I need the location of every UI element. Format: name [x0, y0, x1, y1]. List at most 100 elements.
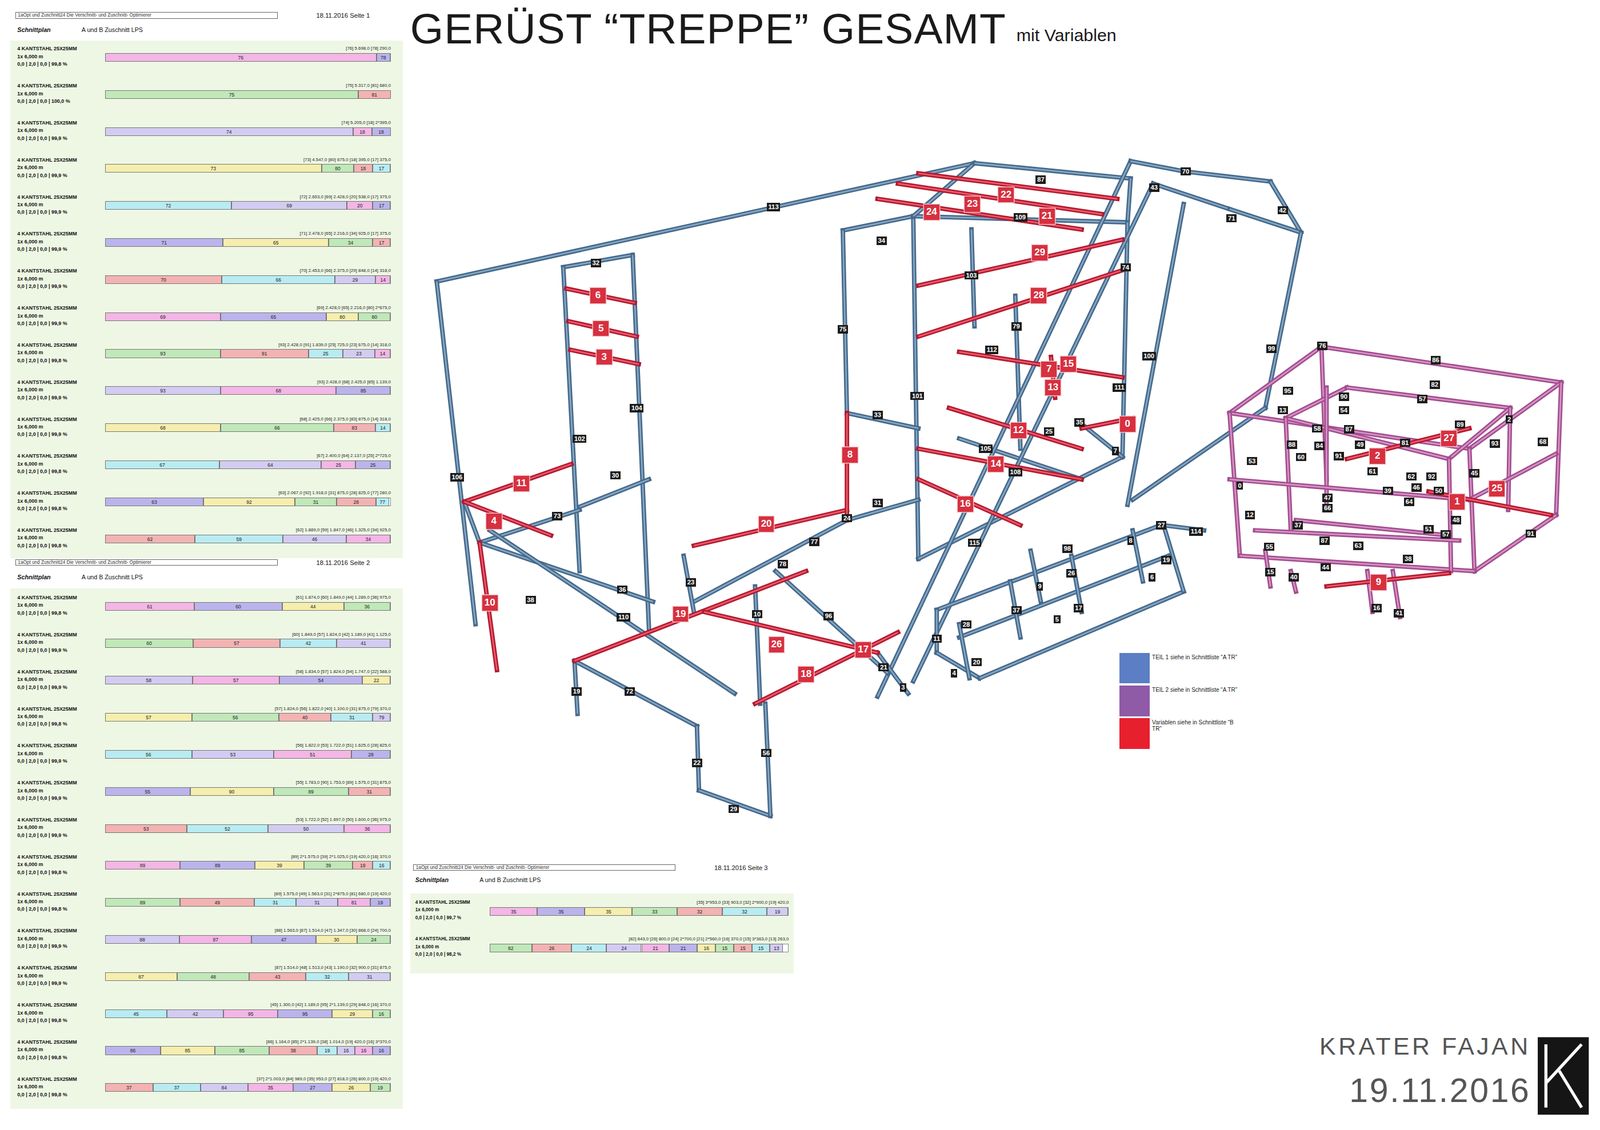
- callout-number: 19: [1161, 556, 1172, 565]
- cut-segment: 28: [336, 497, 376, 507]
- material: 4 KANTSTAHL 25X25MM: [17, 594, 77, 601]
- variable-number: 0: [1120, 416, 1136, 432]
- cut-segment: 18: [353, 164, 373, 173]
- cut-segment: 31: [348, 972, 391, 982]
- cut-summary: [53] 1.722,0 [52] 1.697,0 [50] 1.600,0 […: [296, 817, 391, 823]
- cut-segment: 54: [279, 676, 363, 685]
- steel-tube: [704, 612, 878, 653]
- cut-stats: 0,0 | 2,0 | 0,0 | 99,9 %: [17, 980, 67, 987]
- cut-segment: 63: [105, 497, 204, 507]
- variable-number: 13: [1045, 380, 1061, 396]
- steel-tube: [1127, 178, 1131, 223]
- cut-stats: 0,0 | 2,0 | 0,0 | 99,8 %: [17, 61, 67, 67]
- cut-segment: 21: [669, 944, 698, 953]
- bar-count: 1x 6,000 m: [17, 602, 43, 608]
- tube-highlight: [464, 501, 552, 536]
- cut-segment: 32: [305, 972, 349, 982]
- tube-highlight: [632, 254, 650, 630]
- cut-stats: 0,0 | 2,0 | 0,0 | 99,9 %: [17, 209, 67, 215]
- bar-count: 1x 6,000 m: [17, 639, 43, 646]
- cut-segment: 17: [372, 238, 391, 247]
- variable-number: 12: [1010, 422, 1027, 439]
- material: 4 KANTSTAHL 25X25MM: [17, 230, 77, 237]
- callout-number: 96: [823, 612, 834, 621]
- tube-highlight: [1183, 171, 1271, 182]
- cut-segment: 68: [105, 423, 221, 432]
- material: 4 KANTSTAHL 25X25MM: [17, 416, 77, 423]
- report-header: 1aOpt und Zuschnitt24 Die Verschnitt- un…: [15, 559, 278, 566]
- cut-stats: 0,0 | 2,0 | 0,0 | 99,8 %: [17, 610, 67, 616]
- tube-highlight: [974, 163, 1131, 179]
- cut-summary: [67] 2.400,0 [64] 2.137,0 [25] 2*725,0: [316, 453, 391, 459]
- variable-number: 28: [1030, 288, 1047, 304]
- cut-summary: [93] 2.428,0 [91] 1.839,0 [25] 725,0 [23…: [278, 342, 391, 348]
- callout-number: 17: [1073, 604, 1084, 613]
- cut-segment: 26: [532, 944, 572, 953]
- callout-number: 68: [1537, 437, 1548, 447]
- legend-text: Variablen siehe in Schnittliste “B TR”: [1152, 719, 1242, 733]
- callout-number: 75: [837, 325, 848, 334]
- callout-number: 29: [728, 805, 739, 814]
- callout-number: 103: [964, 271, 979, 280]
- tube-highlight: [1130, 161, 1184, 172]
- callout-number: 25: [1044, 427, 1055, 436]
- cut-segment: 66: [221, 275, 335, 284]
- callout-number: 22: [692, 758, 703, 768]
- cut-segment: 13: [769, 944, 783, 953]
- callout-number: 86: [1430, 356, 1442, 365]
- callout-number: 102: [572, 434, 587, 444]
- steel-tube: [877, 653, 909, 694]
- callout-number: 39: [1382, 486, 1394, 496]
- cut-stats: 0,0 | 2,0 | 0,0 | 99,8 %: [17, 869, 67, 876]
- callout-number: 10: [752, 610, 763, 619]
- callout-number: 87: [1035, 175, 1046, 184]
- callout-number: 30: [610, 471, 621, 480]
- tube-highlight: [563, 254, 633, 267]
- steel-tube: [842, 230, 847, 414]
- tube-highlight: [574, 571, 806, 662]
- cut-segment: 19: [317, 1046, 338, 1055]
- steel-tube: [1346, 387, 1511, 408]
- tube-highlight: [1285, 418, 1291, 531]
- bar-count: 1x 6,000 m: [17, 53, 43, 60]
- cut-segment: 39: [304, 861, 353, 870]
- tube-highlight: [959, 556, 1169, 638]
- steel-tube: [1183, 171, 1271, 182]
- tube-highlight: [936, 524, 1163, 611]
- cut-segment: 31: [330, 713, 373, 722]
- callout-number: 49: [1354, 440, 1366, 450]
- variable-number: 10: [482, 595, 498, 611]
- cut-segment: 29: [332, 1009, 373, 1019]
- callout-number: 64: [1404, 497, 1415, 507]
- variable-number: 7: [1041, 361, 1057, 378]
- page-date: 18.11.2016 Seite 3: [714, 864, 768, 872]
- bar-count: 1x 6,000 m: [17, 534, 43, 541]
- tube-highlight: [1346, 387, 1511, 408]
- bar-count: 2x 6,000 m: [17, 164, 43, 171]
- cut-segment: 42: [166, 1009, 224, 1019]
- steel-tube: [574, 661, 697, 727]
- plan-subtitle: A und B Zuschnitt LPS: [479, 876, 541, 884]
- callout-number: 6: [1148, 573, 1156, 582]
- callout-number: 8: [1127, 536, 1135, 546]
- tube-highlight: [1132, 408, 1266, 500]
- callout-number: 108: [1008, 468, 1023, 477]
- bar-count: 1x 6,000 m: [17, 1084, 43, 1090]
- cut-segment: 14: [375, 423, 391, 432]
- material: 4 KANTSTAHL 25X25MM: [17, 490, 77, 496]
- callout-number: 104: [629, 404, 644, 413]
- cut-segment: 36: [344, 602, 391, 611]
- tube-highlight: [1296, 520, 1450, 536]
- material: 4 KANTSTAHL 25X25MM: [17, 453, 77, 459]
- tube-highlight: [1285, 387, 1347, 419]
- tube-highlight: [842, 216, 914, 231]
- steel-tube: [464, 501, 552, 536]
- material: 4 KANTSTAHL 25X25MM: [17, 1039, 77, 1046]
- cut-summary: [82] 843,0 [26] 800,0 [24] 2*700,0 [21] …: [628, 936, 789, 942]
- tube-highlight: [1229, 209, 1302, 233]
- cut-segment: 19: [352, 861, 373, 870]
- cut-stats: 0,0 | 2,0 | 0,0 | 99,9 %: [17, 320, 67, 327]
- cut-segment: 73: [105, 164, 322, 173]
- cut-segment: 31: [294, 497, 337, 507]
- steel-tube: [697, 726, 700, 791]
